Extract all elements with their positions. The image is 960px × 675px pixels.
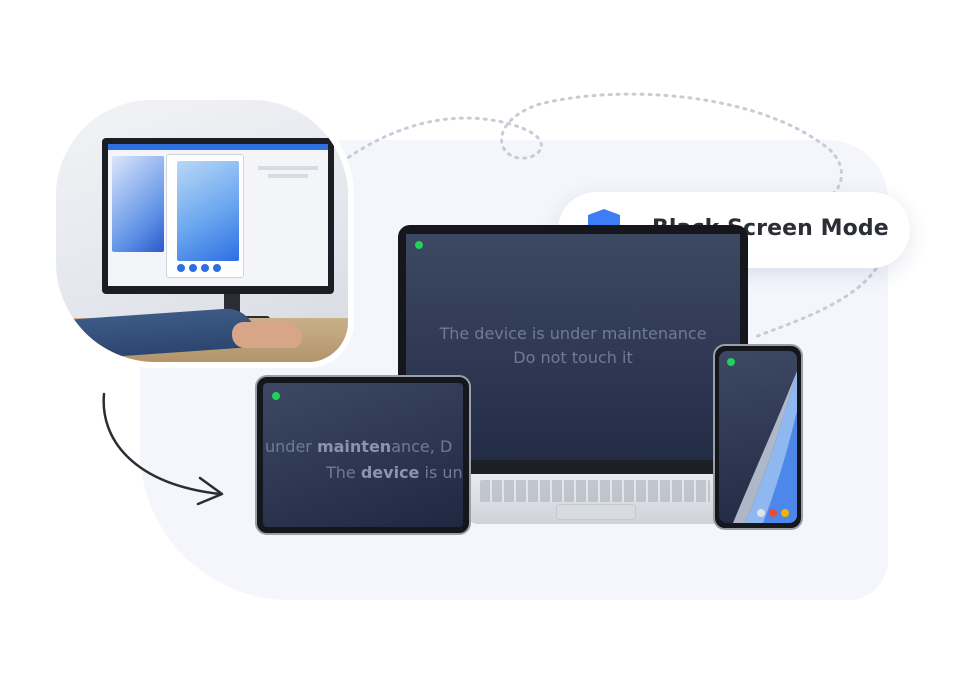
mirrored-phone-wallpaper <box>177 161 239 261</box>
remote-computer-photo <box>56 100 348 362</box>
monitor-text-line <box>268 174 308 178</box>
dock-app-icon <box>201 264 209 272</box>
laptop-keys <box>480 480 710 502</box>
tablet-screen: under maintenance, D The device is und <box>263 383 463 527</box>
mirrored-phone-window <box>166 154 244 278</box>
laptop-trackpad <box>556 504 636 520</box>
person-hand <box>232 322 302 348</box>
tablet-text-segment: The <box>326 463 361 482</box>
dock-app-icon <box>213 264 221 272</box>
dock-app-icon <box>177 264 185 272</box>
dock-app-icon <box>781 509 789 517</box>
monitor-screen <box>108 144 328 286</box>
phone-device <box>713 344 803 530</box>
curved-arrow-icon <box>102 392 224 506</box>
monitor-taskbar <box>108 144 328 150</box>
tablet-text-highlight: mainten <box>316 437 392 456</box>
tablet-device: under maintenance, D The device is und <box>255 375 471 535</box>
status-dot <box>415 241 423 249</box>
dock-app-icon <box>769 509 777 517</box>
desktop-monitor <box>102 138 334 294</box>
monitor-text-line <box>258 166 318 170</box>
dock-app-icon <box>189 264 197 272</box>
tablet-marquee-line1: under maintenance, D <box>265 437 452 456</box>
tablet-text-segment: ance, D <box>391 437 453 456</box>
phone-screen-peel <box>733 371 797 523</box>
monitor-wallpaper <box>112 156 164 252</box>
tablet-text-segment: under <box>265 437 317 456</box>
tablet-text-segment: is und <box>424 463 463 482</box>
laptop-keyboard-base <box>466 474 724 524</box>
mirrored-phone-dock <box>177 264 239 274</box>
tablet-marquee-line2: The device is und <box>326 463 463 482</box>
dock-app-icon <box>757 509 765 517</box>
laptop-hinge <box>398 460 748 474</box>
laptop-message-line1: The device is under maintenance <box>439 324 707 343</box>
tablet-text-highlight: device <box>360 463 420 482</box>
status-dot <box>727 358 735 366</box>
phone-screen <box>719 351 797 523</box>
laptop-message-line2: Do not touch it <box>513 348 633 367</box>
status-dot <box>272 392 280 400</box>
